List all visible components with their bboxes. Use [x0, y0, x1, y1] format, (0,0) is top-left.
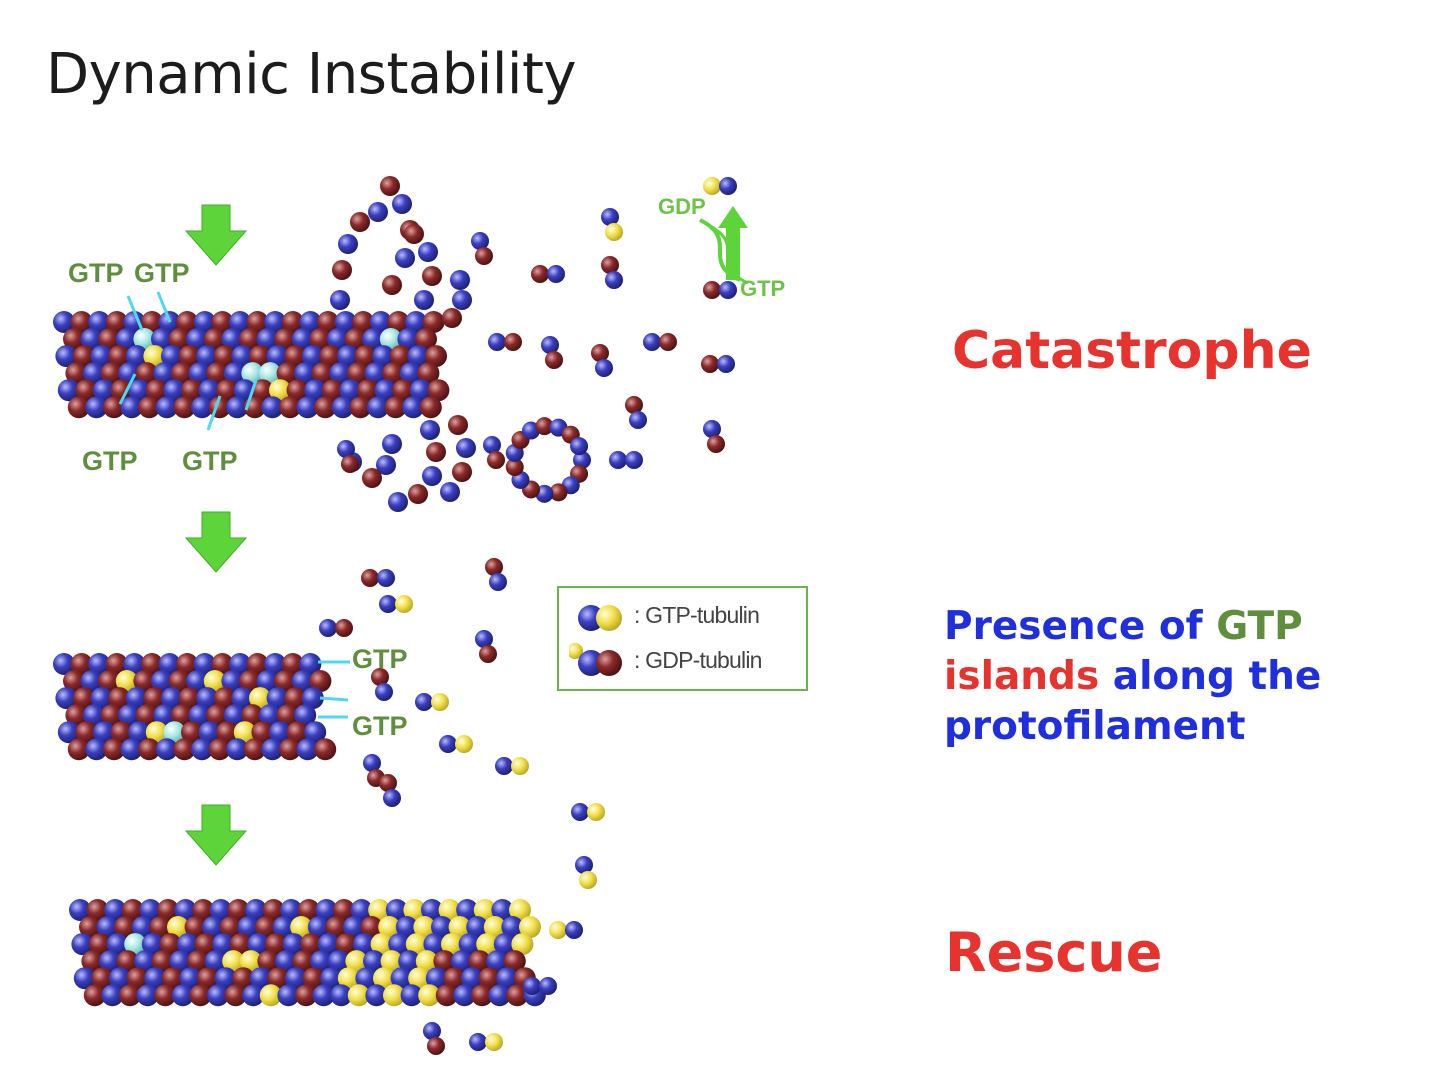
gtp-islands-label: Presence of GTP islands along the protof…	[944, 602, 1321, 752]
gdp-tubulin-icon	[569, 643, 622, 676]
gtp-label: GTP	[82, 446, 138, 476]
tubulin-dimer	[423, 1022, 445, 1055]
presence-gtp-text: GTP	[1216, 604, 1303, 649]
microtubule-catastrophe	[53, 311, 450, 419]
microtubule-rescue	[69, 899, 546, 1007]
gtp-pointer-line	[126, 295, 144, 331]
tubulin-dimer	[415, 693, 449, 711]
gdp-gtp-exchange-icon	[699, 206, 749, 285]
down-arrow	[184, 804, 248, 866]
tubulin-ring	[505, 417, 591, 503]
gtp-pointer-line	[156, 291, 172, 323]
down-arrow	[184, 511, 248, 573]
gtp-pointer-line	[206, 395, 222, 431]
catastrophe-text: Catastrophe	[952, 321, 1312, 381]
gtp-label: GTP	[68, 258, 124, 288]
tubulin-dimer	[549, 921, 583, 939]
tubulin-dimer	[471, 232, 493, 265]
tubulin-dimer	[601, 256, 623, 289]
process-arrows	[184, 204, 749, 866]
gdp-label: GDP	[658, 194, 706, 219]
microtubule-gtp-islands	[53, 653, 337, 761]
gtp-label: GTP	[352, 711, 408, 741]
tubulin-dimer	[571, 803, 605, 821]
tubulin-dimer	[475, 630, 497, 663]
tubulin-dimer	[485, 558, 507, 591]
tubulin-dimer	[575, 856, 597, 889]
tubulin-dimer	[488, 333, 522, 351]
gtp-pointer-line	[319, 696, 349, 702]
gtp-label: GTP	[182, 446, 238, 476]
gtp-tubulin-icon	[578, 605, 622, 631]
tubulin-dimer	[541, 336, 563, 369]
tubulin-dimer	[531, 265, 565, 283]
legend-gdp-tubulin: : GDP-tubulin	[569, 643, 804, 683]
tubulin-dimer	[701, 355, 735, 373]
microtubules	[53, 176, 591, 1007]
down-arrow	[184, 204, 248, 266]
presence-text: Presence of	[944, 604, 1203, 649]
free-tubulin-dimers	[319, 177, 737, 1055]
presence-islands-text: islands	[944, 653, 1100, 699]
presence-along-text: along the	[1112, 653, 1322, 699]
tubulin-dimer	[469, 1033, 503, 1051]
gtp-pointer-line	[244, 379, 258, 411]
tubulin-dimer	[591, 344, 613, 377]
tubulin-dimer	[439, 735, 473, 753]
slide-title: Dynamic Instability	[46, 42, 577, 107]
rescue-label: Rescue	[945, 918, 1162, 987]
tubulin-dimer	[703, 281, 737, 299]
tubulin-dimer	[523, 977, 557, 995]
gtp-pointer-line	[118, 373, 137, 405]
tubulin-dimer	[379, 774, 401, 807]
tubulin-dimer	[319, 619, 353, 637]
tubulin-dimer	[361, 569, 395, 587]
tubulin-dimer	[371, 668, 393, 701]
legend-gtp-tubulin: : GTP-tubulin	[569, 598, 804, 638]
gtp-pointers	[118, 291, 350, 719]
tubulin-dimer	[703, 420, 725, 453]
tubulin-dimer	[625, 396, 647, 429]
presence-protofilament-text: protofilament	[944, 703, 1246, 749]
tubulin-dimer	[483, 436, 505, 469]
tubulin-dimer	[601, 208, 623, 241]
tubulin-dimer	[609, 451, 643, 469]
rescue-text: Rescue	[945, 921, 1163, 984]
gtp-label: GTP	[352, 644, 408, 674]
tubulin-dimer	[495, 757, 529, 775]
legend-gtp-label: : GTP-tubulin	[634, 602, 760, 628]
tubulin-dimer	[703, 177, 737, 195]
tubulin-dimer	[337, 440, 359, 473]
gtp-label: GTP	[740, 276, 786, 301]
catastrophe-label: Catastrophe	[952, 318, 1312, 385]
tubulin-dimer	[643, 333, 677, 351]
gtp-label: GTP	[134, 258, 190, 288]
peeling-protofilaments	[330, 176, 476, 512]
legend-gdp-label: : GDP-tubulin	[634, 647, 762, 673]
legend: : GTP-tubulin : GDP-tubulin	[557, 586, 808, 691]
tubulin-dimer	[379, 595, 413, 613]
